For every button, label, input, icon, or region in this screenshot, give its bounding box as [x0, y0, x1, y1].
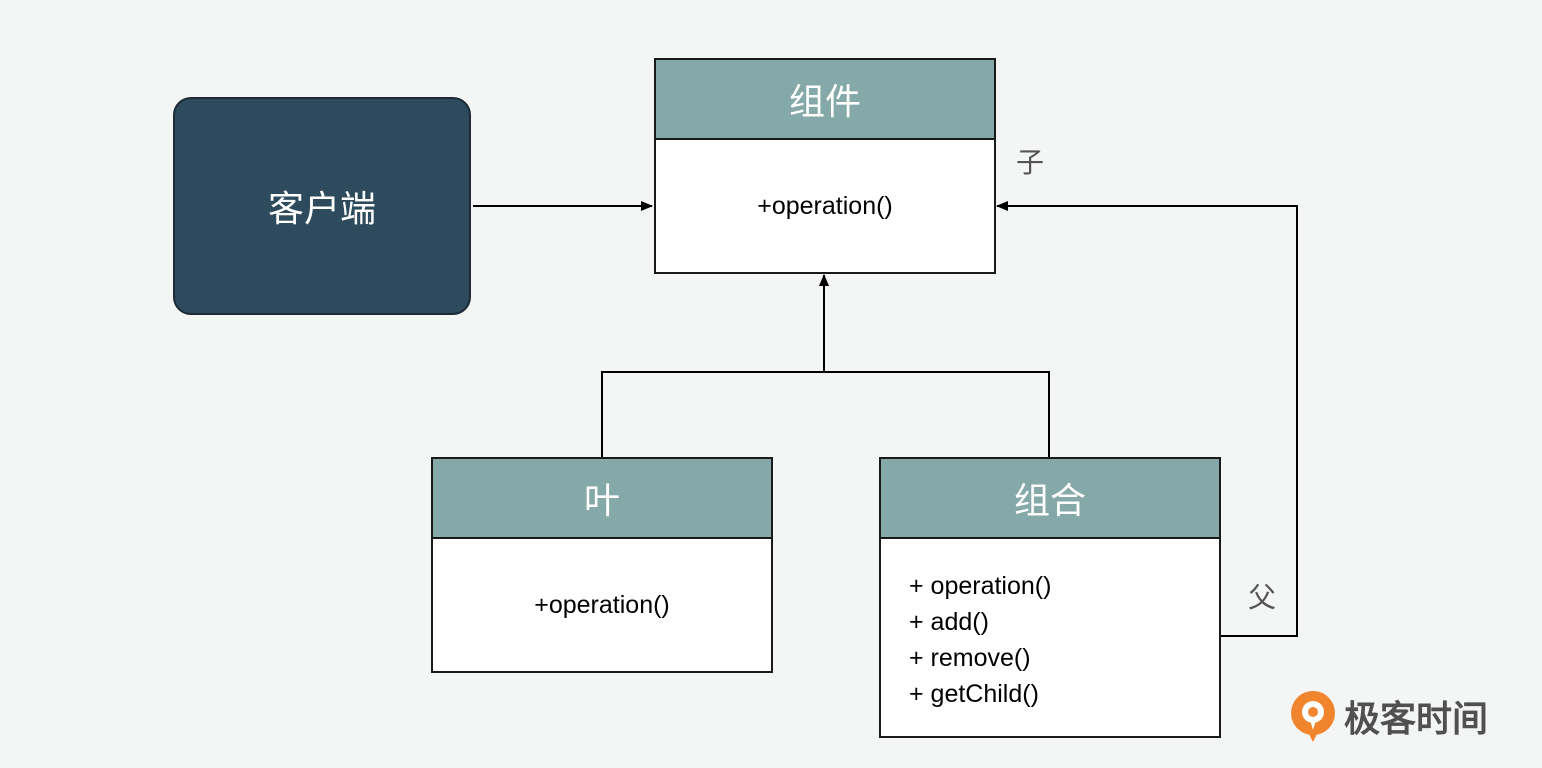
child-role-label: 子	[1016, 147, 1045, 178]
composite-method-remove: + remove()	[909, 644, 1031, 672]
composite-class-box: 组合 + operation() + add() + remove() + ge…	[879, 457, 1221, 738]
client-box: 客户端	[173, 97, 471, 315]
component-class-box: 组件 +operation()	[654, 58, 996, 274]
client-label: 客户端	[267, 188, 376, 229]
brand-logo-text: 极客时间	[1344, 698, 1489, 739]
composite-title: 组合	[881, 459, 1219, 539]
brand-logo: 极客时间	[1290, 690, 1488, 742]
component-method: +operation()	[757, 191, 893, 220]
leaf-method: +operation()	[534, 590, 670, 619]
geekbang-logo-icon	[1291, 691, 1335, 742]
leaf-class-box: 叶 +operation()	[431, 457, 773, 673]
parent-role-label: 父	[1248, 582, 1277, 613]
composite-method-add: + add()	[909, 608, 989, 636]
composite-method-operation: + operation()	[909, 572, 1052, 600]
component-title: 组件	[656, 60, 994, 140]
composite-method-getchild: + getChild()	[909, 680, 1039, 708]
leaf-title: 叶	[433, 459, 771, 539]
composite-method-list: + operation() + add() + remove() + getCh…	[881, 539, 1219, 736]
